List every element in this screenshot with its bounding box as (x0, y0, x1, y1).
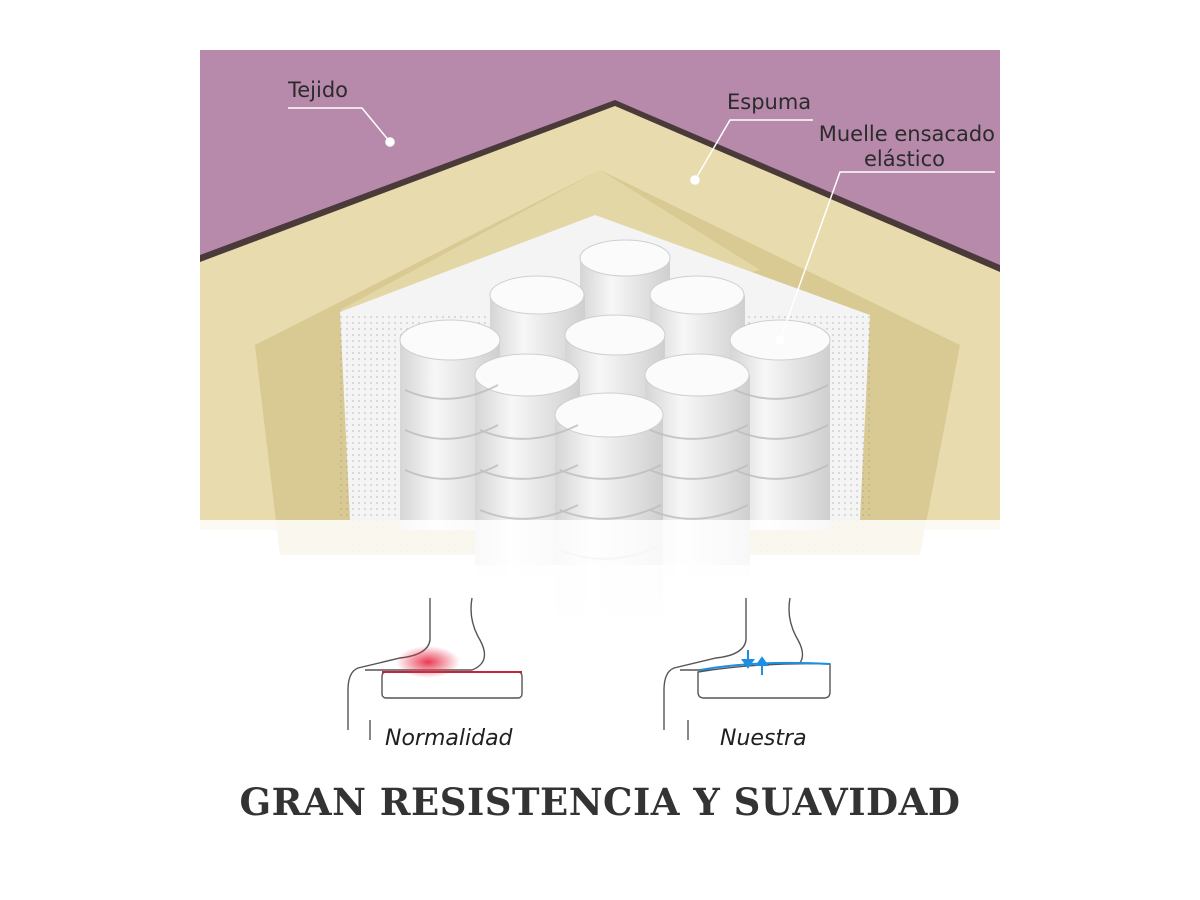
label-muelle-line2: elástico (863, 147, 945, 171)
label-muelle-line1: Muelle ensacado (818, 122, 995, 146)
headline: GRAN RESISTENCIA Y SUAVIDAD (239, 780, 961, 824)
caption-nuestra: Nuestra (720, 726, 807, 751)
mattress-cutaway-illustration (200, 50, 1000, 850)
support-arrows-icon (741, 650, 769, 675)
ours-comparison-diagram (663, 597, 831, 740)
pressure-point (396, 646, 460, 678)
label-leader-lines (288, 107, 995, 345)
product-image-frame: Tejido Espuma Muelle ensacado elástico N… (200, 50, 1000, 850)
comparison-panel (225, 565, 935, 760)
normal-comparison-diagram (347, 597, 523, 740)
caption-normalidad: Normalidad (385, 726, 513, 751)
label-tejido: Tejido (288, 78, 349, 102)
label-espuma: Espuma (727, 90, 812, 114)
